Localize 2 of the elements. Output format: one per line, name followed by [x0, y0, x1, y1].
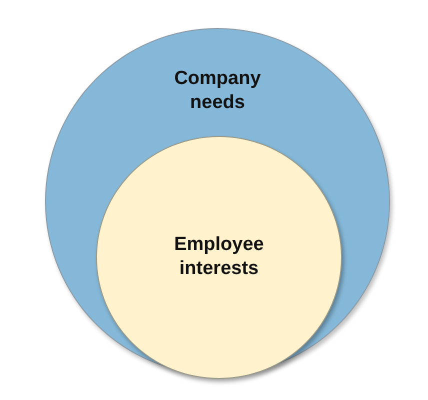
- circle-label: Company needs: [173, 67, 262, 115]
- circle-label: Employee interests: [173, 233, 265, 281]
